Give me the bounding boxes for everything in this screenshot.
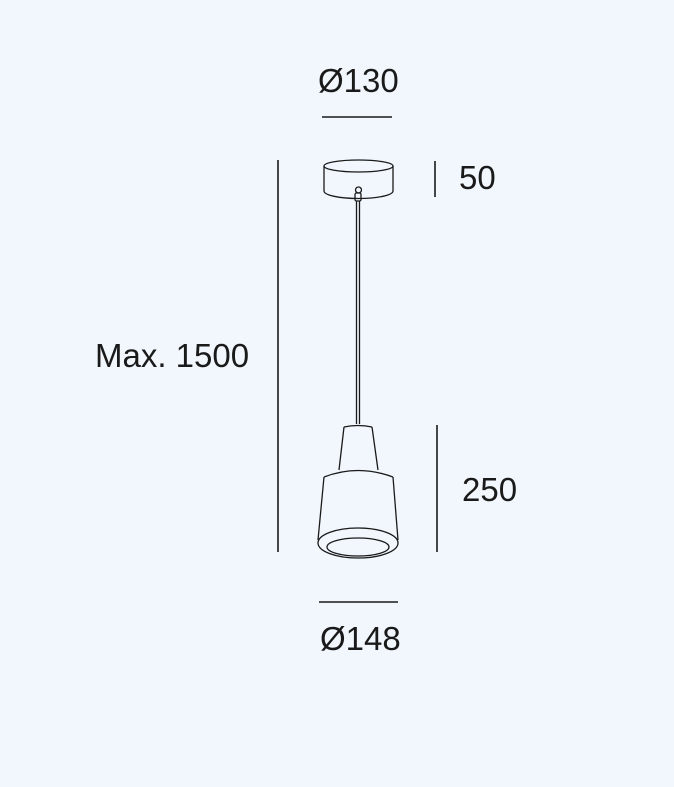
canopy-height-label: 50 [459,159,496,196]
shade-height-label: 250 [462,471,518,508]
shade-diameter-label: Ø148 [320,620,401,657]
suspension-cable [354,192,362,424]
max-drop-label: Max. 1500 [95,337,250,374]
ceiling-canopy [323,159,394,200]
canopy-diameter-label: Ø130 [318,62,399,99]
lamp-shade [317,424,399,559]
